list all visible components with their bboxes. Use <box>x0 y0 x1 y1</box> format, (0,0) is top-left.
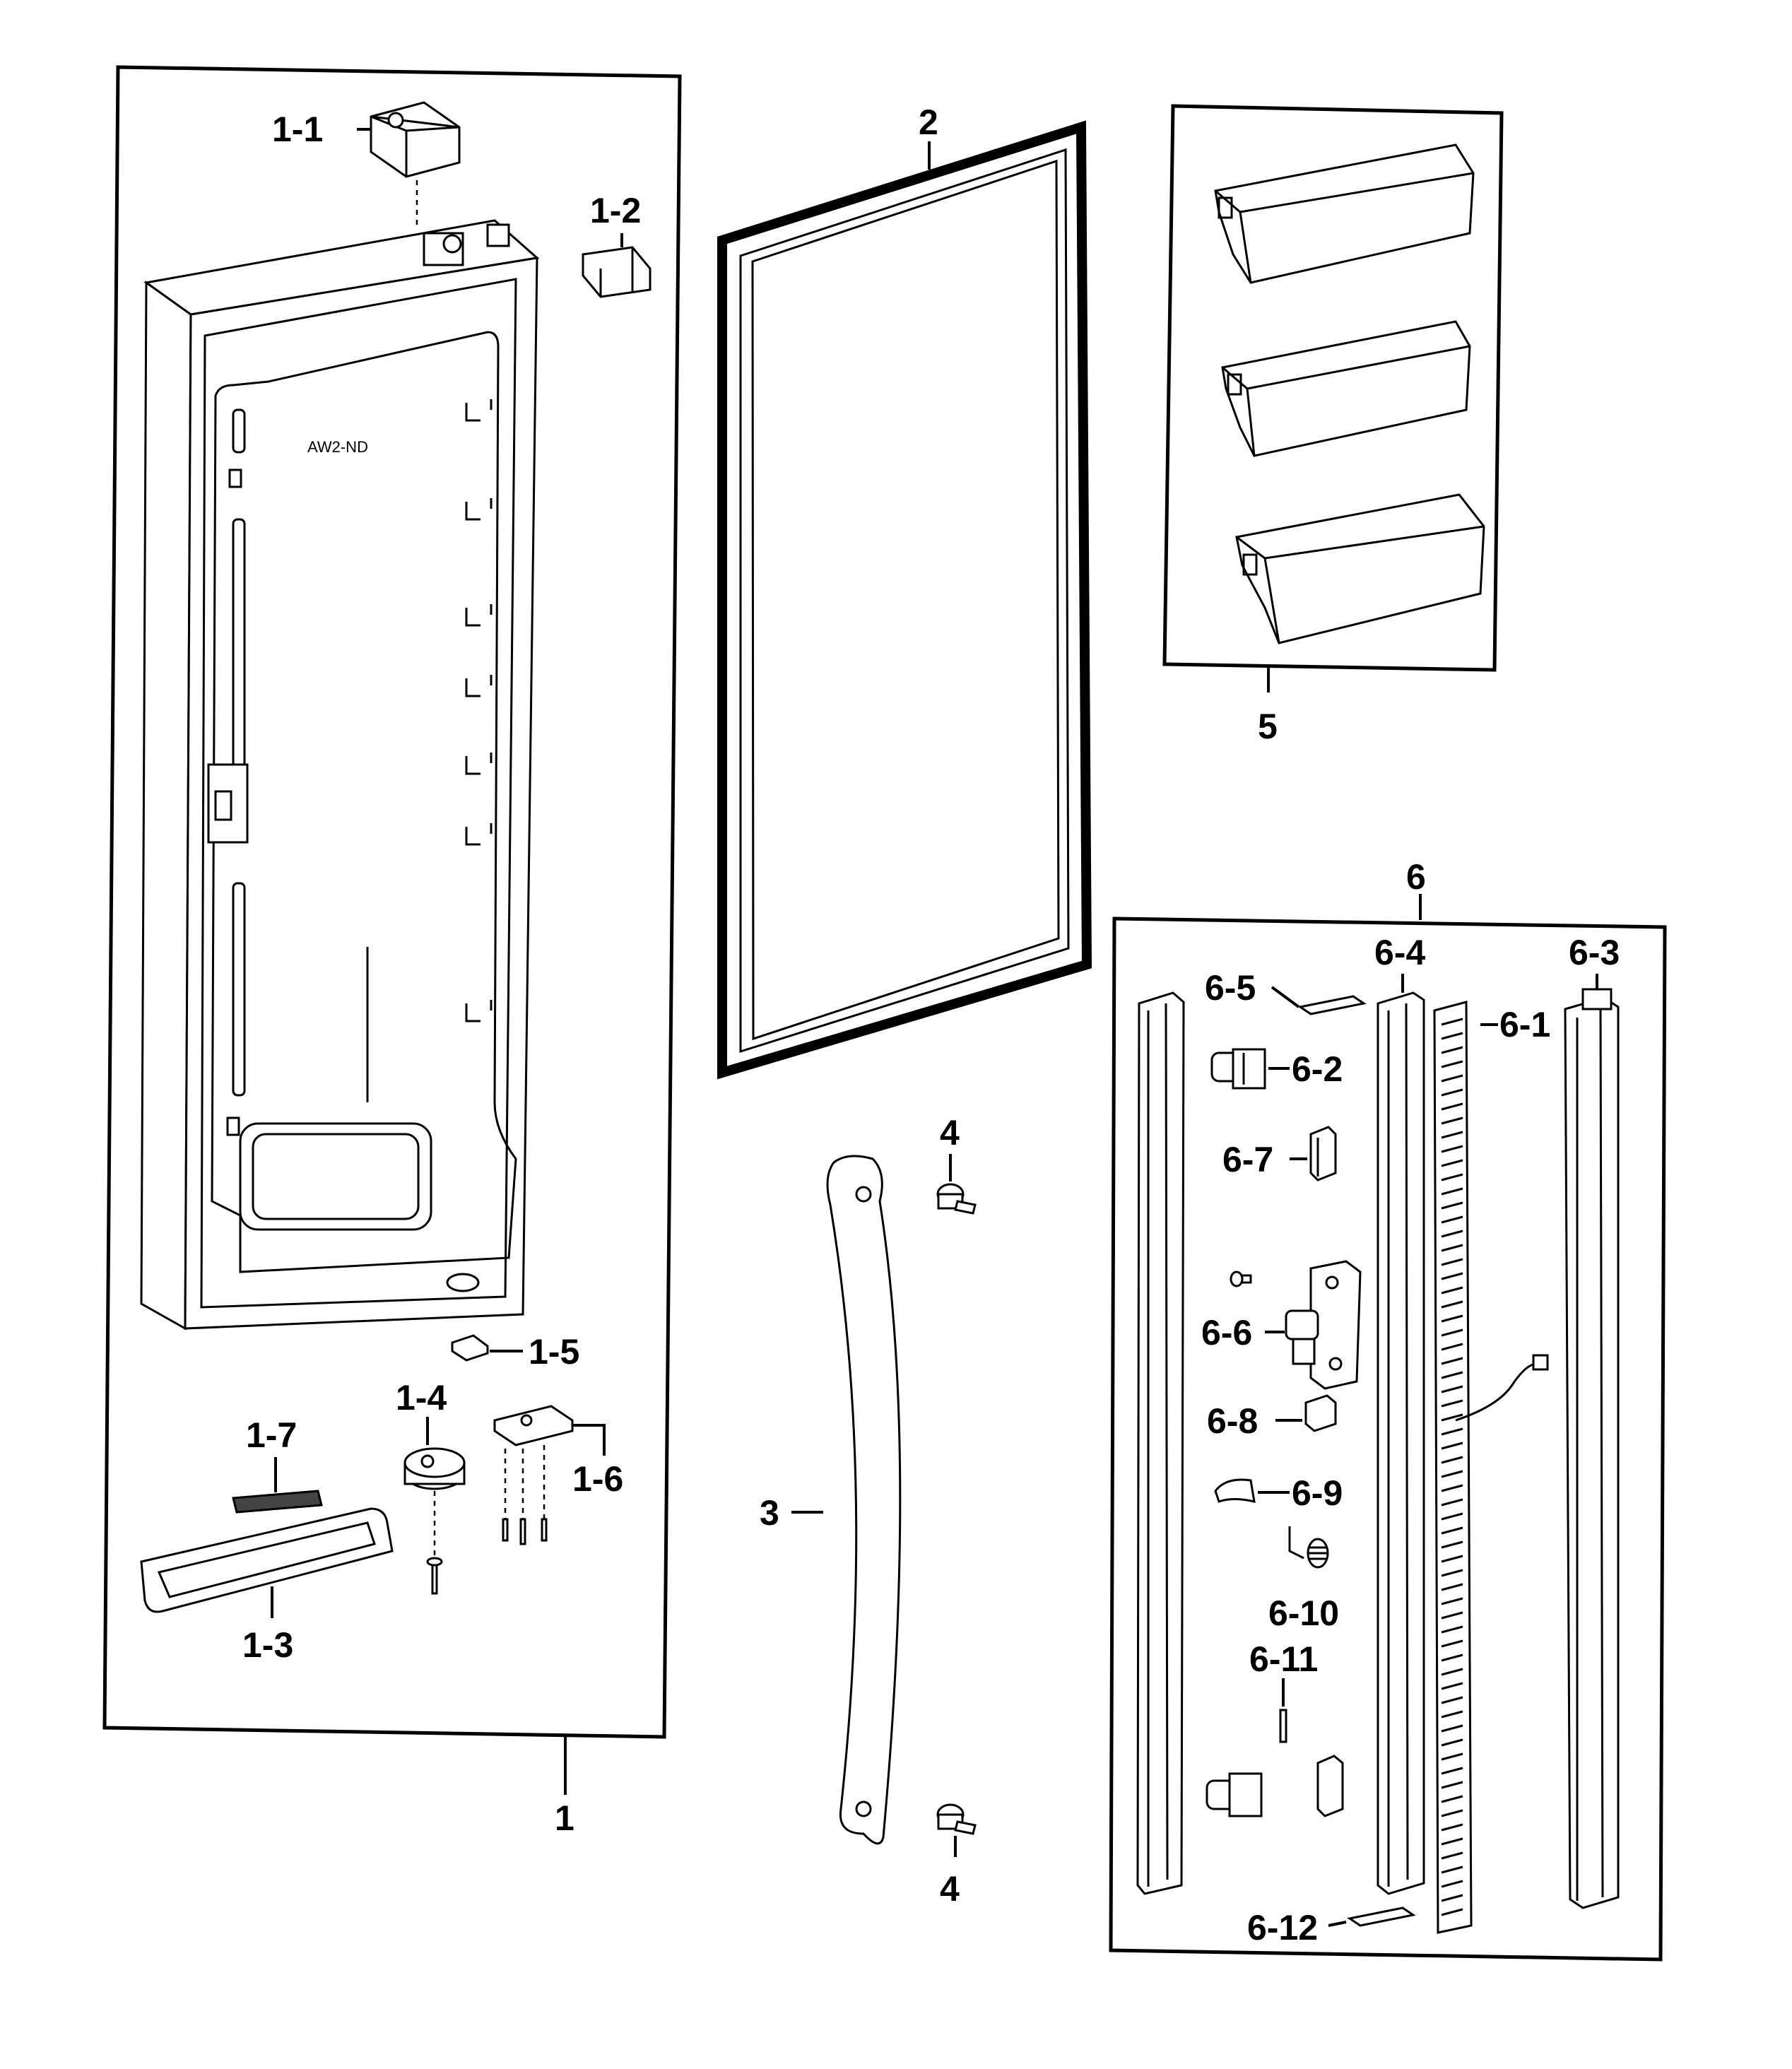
part-6-11-pin <box>1279 1709 1287 1743</box>
label-1-4: 1-4 <box>396 1378 447 1417</box>
label-1-6: 1-6 <box>572 1459 623 1499</box>
label-6-12: 6-12 <box>1247 1908 1318 1947</box>
part-6-4-mullion-body <box>1377 991 1425 1895</box>
part-1-6-hinge-bracket <box>493 1405 574 1545</box>
part-6-lower-guide-bracket <box>1206 1772 1263 1817</box>
label-6-11: 6-11 <box>1249 1639 1318 1679</box>
label-4-top: 4 <box>940 1113 960 1153</box>
part-5-bin-lower <box>1235 493 1485 644</box>
label-4-bottom: 4 <box>940 1869 960 1909</box>
part-1-3-cap-tray <box>140 1507 394 1613</box>
part-6-mullion-left-rail <box>1136 991 1185 1895</box>
label-6-8: 6-8 <box>1207 1401 1258 1441</box>
label-6-7: 6-7 <box>1222 1140 1273 1179</box>
part-6-5-top-cap <box>1297 995 1367 1015</box>
label-3: 3 <box>760 1493 779 1533</box>
label-2: 2 <box>919 102 938 142</box>
label-1-7: 1-7 <box>246 1415 297 1455</box>
label-1-5: 1-5 <box>529 1332 579 1372</box>
door-foam-assembly <box>140 219 540 1331</box>
part-1-7-foam-strip <box>232 1490 323 1514</box>
group-5-box <box>1162 104 1504 692</box>
part-4-handle-screw-bottom <box>936 1803 977 1835</box>
part-2-door-gasket <box>717 120 1092 1080</box>
door-stamp-text: AW2-ND <box>307 438 368 456</box>
label-6-10: 6-10 <box>1268 1593 1339 1633</box>
part-6-7-latch <box>1309 1126 1337 1181</box>
label-1-2: 1-2 <box>590 191 641 230</box>
part-6-8-stopper <box>1304 1394 1337 1432</box>
part-5-bin-upper <box>1214 143 1475 284</box>
part-6-9-clip <box>1214 1478 1256 1503</box>
part-1-4-lower-hinge <box>403 1447 466 1595</box>
part-6-lower-latch <box>1316 1755 1344 1817</box>
label-1-1: 1-1 <box>272 110 323 149</box>
part-1-2-stopper <box>582 233 652 298</box>
part-1-5-bushing <box>451 1334 489 1362</box>
label-6-6: 6-6 <box>1201 1313 1252 1352</box>
label-6-5: 6-5 <box>1205 968 1256 1008</box>
label-1-3: 1-3 <box>242 1625 293 1665</box>
part-6-1-heater-sheet <box>1433 1001 1549 1934</box>
part-4-handle-screw-top <box>936 1183 977 1215</box>
label-6-9: 6-9 <box>1292 1473 1343 1513</box>
part-6-12-bottom-cap <box>1347 1906 1416 1927</box>
part-6-3-mullion-outer-rail <box>1564 988 1620 1909</box>
label-6: 6 <box>1406 857 1426 897</box>
label-6-4: 6-4 <box>1374 933 1425 972</box>
group-6-box <box>1109 894 1667 1962</box>
part-6-2-guide-bracket <box>1210 1048 1266 1090</box>
part-6-10-spring <box>1288 1526 1329 1569</box>
label-1: 1 <box>555 1798 574 1838</box>
label-6-1: 6-1 <box>1499 1005 1550 1044</box>
part-6-6-hinge-block <box>1230 1260 1362 1390</box>
part-3-door-handle <box>826 1155 902 1845</box>
label-6-2: 6-2 <box>1292 1049 1343 1089</box>
part-1-1-hinge-cover <box>370 101 461 230</box>
label-5: 5 <box>1258 707 1278 746</box>
group-1-box <box>102 65 682 1795</box>
label-6-3: 6-3 <box>1569 933 1620 972</box>
part-5-bin-middle <box>1221 320 1471 457</box>
